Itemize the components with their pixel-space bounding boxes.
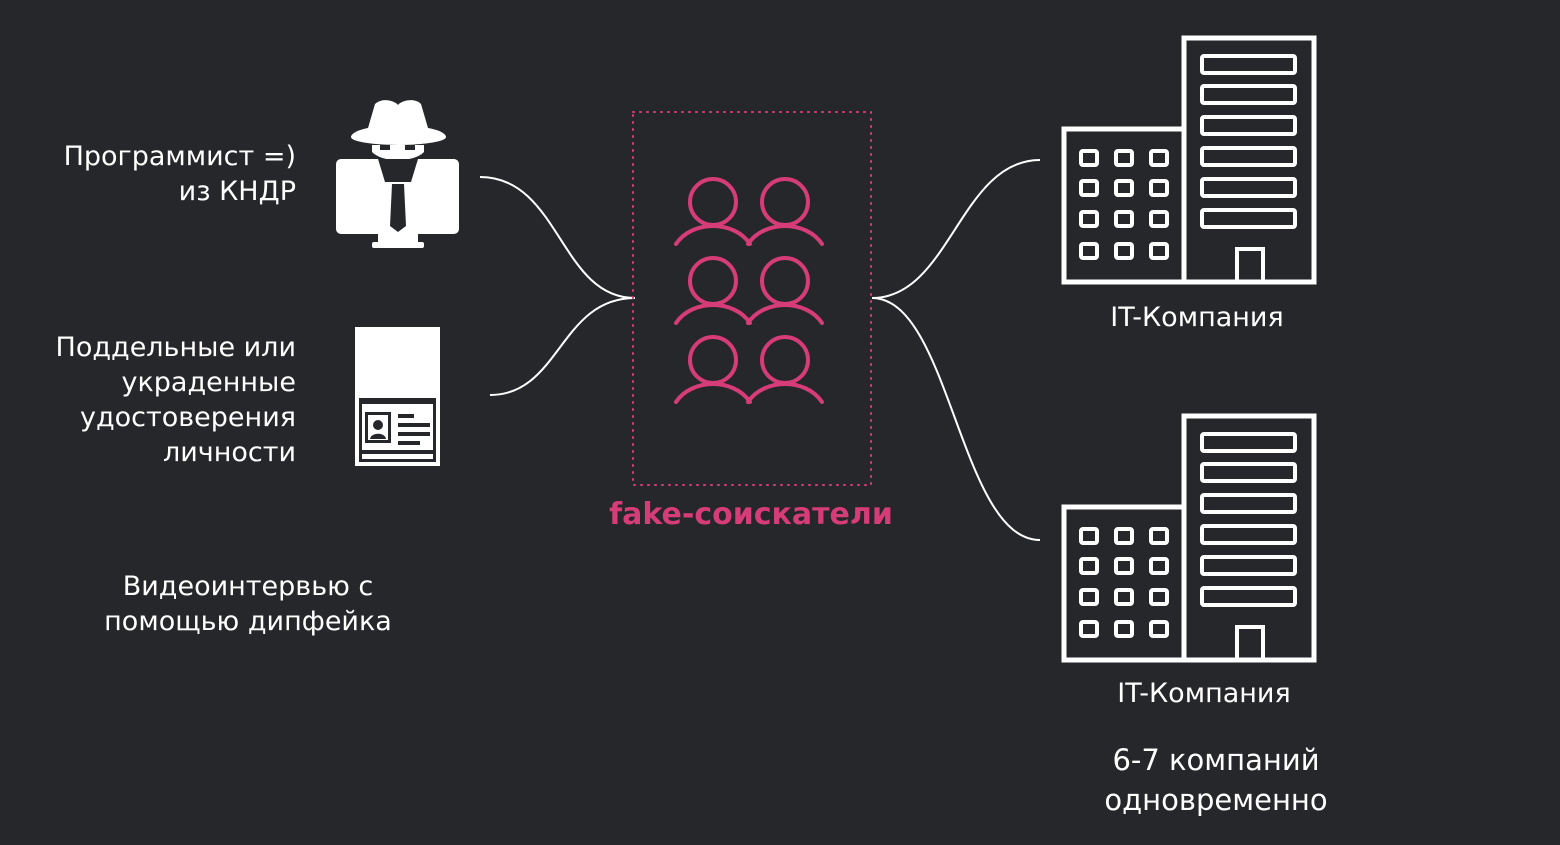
connector-hacker [479, 176, 636, 299]
hacker-label: Программист =) из КНДР [64, 139, 296, 209]
companies-count-line: одновременно [1104, 783, 1328, 817]
documents-label: Поддельные или украденные удостоверения … [56, 330, 296, 470]
documents-label-line: личности [162, 437, 296, 468]
companies-count-line: 6-7 компаний [1112, 743, 1320, 777]
connector-company-2 [871, 297, 1041, 541]
documents-label-line: украденные [121, 367, 297, 398]
video-label-line: Видеоинтервью с [122, 571, 374, 602]
video-label-line: помощью дипфейка [104, 606, 392, 637]
company-2-label: IT-Компания [1117, 678, 1291, 709]
documents-label-line: удостоверения [80, 402, 296, 433]
hacker-label-line: из КНДР [178, 176, 296, 207]
connector-documents [489, 297, 636, 396]
video-label: Видеоинтервью с помощью дипфейка [104, 569, 392, 639]
connector-company-1 [871, 159, 1041, 299]
companies-count-note: 6-7 компаний одновременно [1104, 740, 1327, 820]
company-1-label: IT-Компания [1110, 302, 1284, 333]
fake-applicants-label: fake-соискатели [609, 497, 893, 532]
documents-label-line: Поддельные или [55, 332, 296, 363]
hacker-label-line: Программист =) [63, 141, 296, 172]
fake-group-box [632, 111, 872, 486]
